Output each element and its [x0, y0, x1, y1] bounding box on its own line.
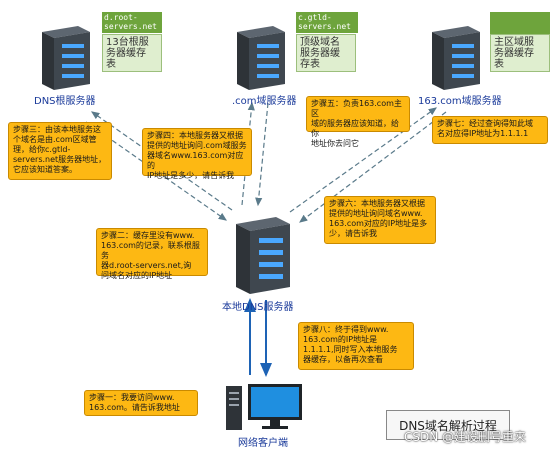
root-server-icon: [42, 26, 90, 90]
step1-note: 步骤一：我要访问www. 163.com。请告诉我地址: [84, 390, 198, 416]
root-server-hostname: d.root- servers.net: [102, 12, 162, 33]
step3-note: 步骤三：由该本地服务这 个域名是由.com区域管 理，给你c.gtld- ser…: [8, 122, 112, 180]
tld-cache-memo: 顶级域名 服务器缓 存表: [296, 34, 356, 72]
zone-server-icon: [432, 26, 480, 90]
zone-tag-strip: [490, 12, 550, 34]
local-server-label: 本地DNS服务器: [222, 302, 294, 313]
tld-server-hostname: c.gtld- servers.net: [296, 12, 358, 33]
diagram-title: DNS域名解析过程: [386, 410, 510, 440]
step4-note: 步骤四：本地服务器又根据 提供的地址询问.com域服务 器域名www.163.c…: [142, 128, 252, 180]
step6-note: 步骤六：本地服务器又根据 提供的地址询问域名www. 163.com对应的IP地…: [324, 196, 436, 244]
zone-cache-memo: 主区域服 务器缓存 表: [490, 34, 550, 72]
arrow-step6: [289, 107, 437, 213]
arrow-step2: [91, 111, 233, 211]
client-label: 网络客户端: [238, 438, 288, 449]
step7-note: 步骤七：经过查询得知此域 名对应得IP地址为1.1.1.1: [432, 116, 548, 144]
root-server-label: DNS根服务器: [34, 96, 96, 107]
client-computer-icon: [226, 384, 302, 430]
tld-server-label: .com域服务器: [232, 96, 297, 107]
zone-server-label: 163.com域服务器: [418, 96, 502, 107]
local-server-icon: [236, 217, 290, 294]
step8-note: 步骤八：终于得到www. 163.com的IP地址是 1.1.1.1,同时写入本…: [298, 322, 414, 370]
tld-server-icon: [237, 26, 285, 90]
arrow-step5: [255, 102, 269, 207]
step2-note: 步骤二：缓存里没有www. 163.com的记录，联系根服务 器d.root-s…: [96, 228, 208, 280]
step5-note: 步骤五：负责163.com主区 域的服务器应该知道，给你 地址你去问它: [306, 96, 410, 148]
watermark: CSDN @建设删号重来: [404, 430, 527, 444]
root-cache-memo: 13台根服 务器缓存 表: [102, 34, 162, 72]
